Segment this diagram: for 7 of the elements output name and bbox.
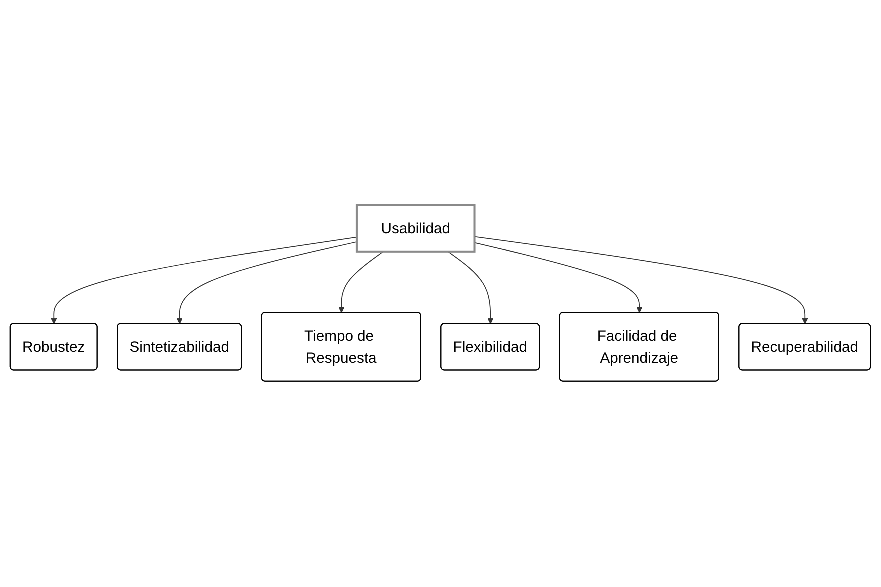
arrow <box>474 236 808 324</box>
node-box: Usabilidad <box>356 204 476 254</box>
arrow <box>448 252 494 324</box>
arrow <box>474 242 643 314</box>
arrow <box>176 242 358 324</box>
arrow <box>338 252 384 314</box>
arrow <box>51 237 358 324</box>
